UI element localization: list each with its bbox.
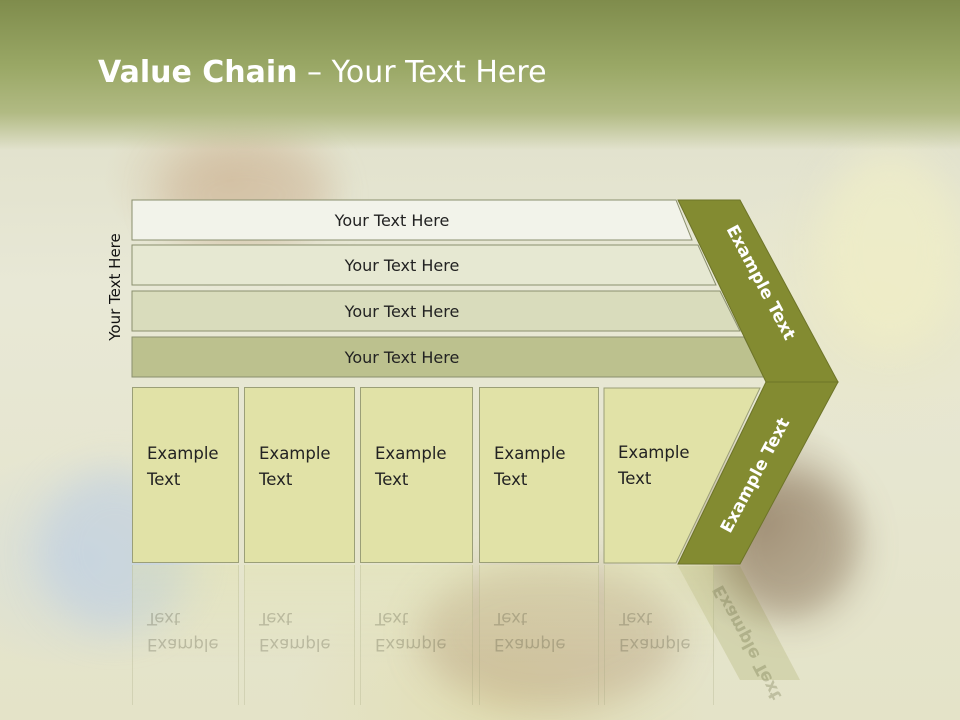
bar-1: Your Text Here <box>132 200 692 240</box>
bar-4: Your Text Here <box>132 337 712 377</box>
column-3-line2: Text <box>375 470 409 489</box>
column-1-line2: Text <box>147 470 181 489</box>
column-shape-5 <box>603 387 761 564</box>
bar-shape-3 <box>131 290 741 332</box>
slide-title-bold: Value Chain <box>98 55 298 90</box>
column-2-line1: Example <box>259 444 331 463</box>
column-2: Example Text <box>244 387 355 563</box>
bar-1-label: Your Text Here <box>334 210 450 230</box>
column-5: Example Text <box>604 387 724 563</box>
column-5-line2: Text <box>618 469 652 488</box>
bar-3-label: Your Text Here <box>344 301 460 321</box>
chevron-arrow-reflection <box>678 566 800 680</box>
slide-title: Value Chain – Your Text Here <box>98 55 547 90</box>
column-1-line1: Example <box>147 444 219 463</box>
header-band <box>0 0 960 150</box>
bar-shape-2 <box>131 244 717 286</box>
background-blur-shape <box>420 560 680 710</box>
chevron-arrow-bottom <box>677 381 839 565</box>
bar-shape-1 <box>131 199 693 241</box>
column-4-line1: Example <box>494 444 566 463</box>
column-4: Example Text <box>479 387 599 563</box>
column-3-line1: Example <box>375 444 447 463</box>
bar-3: Your Text Here <box>132 291 712 331</box>
column-1: Example Text <box>132 387 239 563</box>
bar-2-label: Your Text Here <box>344 255 460 275</box>
column-4-line2: Text <box>494 470 528 489</box>
bar-4-label: Your Text Here <box>344 347 460 367</box>
slide-title-rest: – Your Text Here <box>297 55 547 90</box>
bar-2: Your Text Here <box>132 245 712 285</box>
column-5-line1: Example <box>618 443 690 462</box>
column-2-line2: Text <box>259 470 293 489</box>
column-3: Example Text <box>360 387 473 563</box>
background-blur-shape <box>820 150 960 350</box>
